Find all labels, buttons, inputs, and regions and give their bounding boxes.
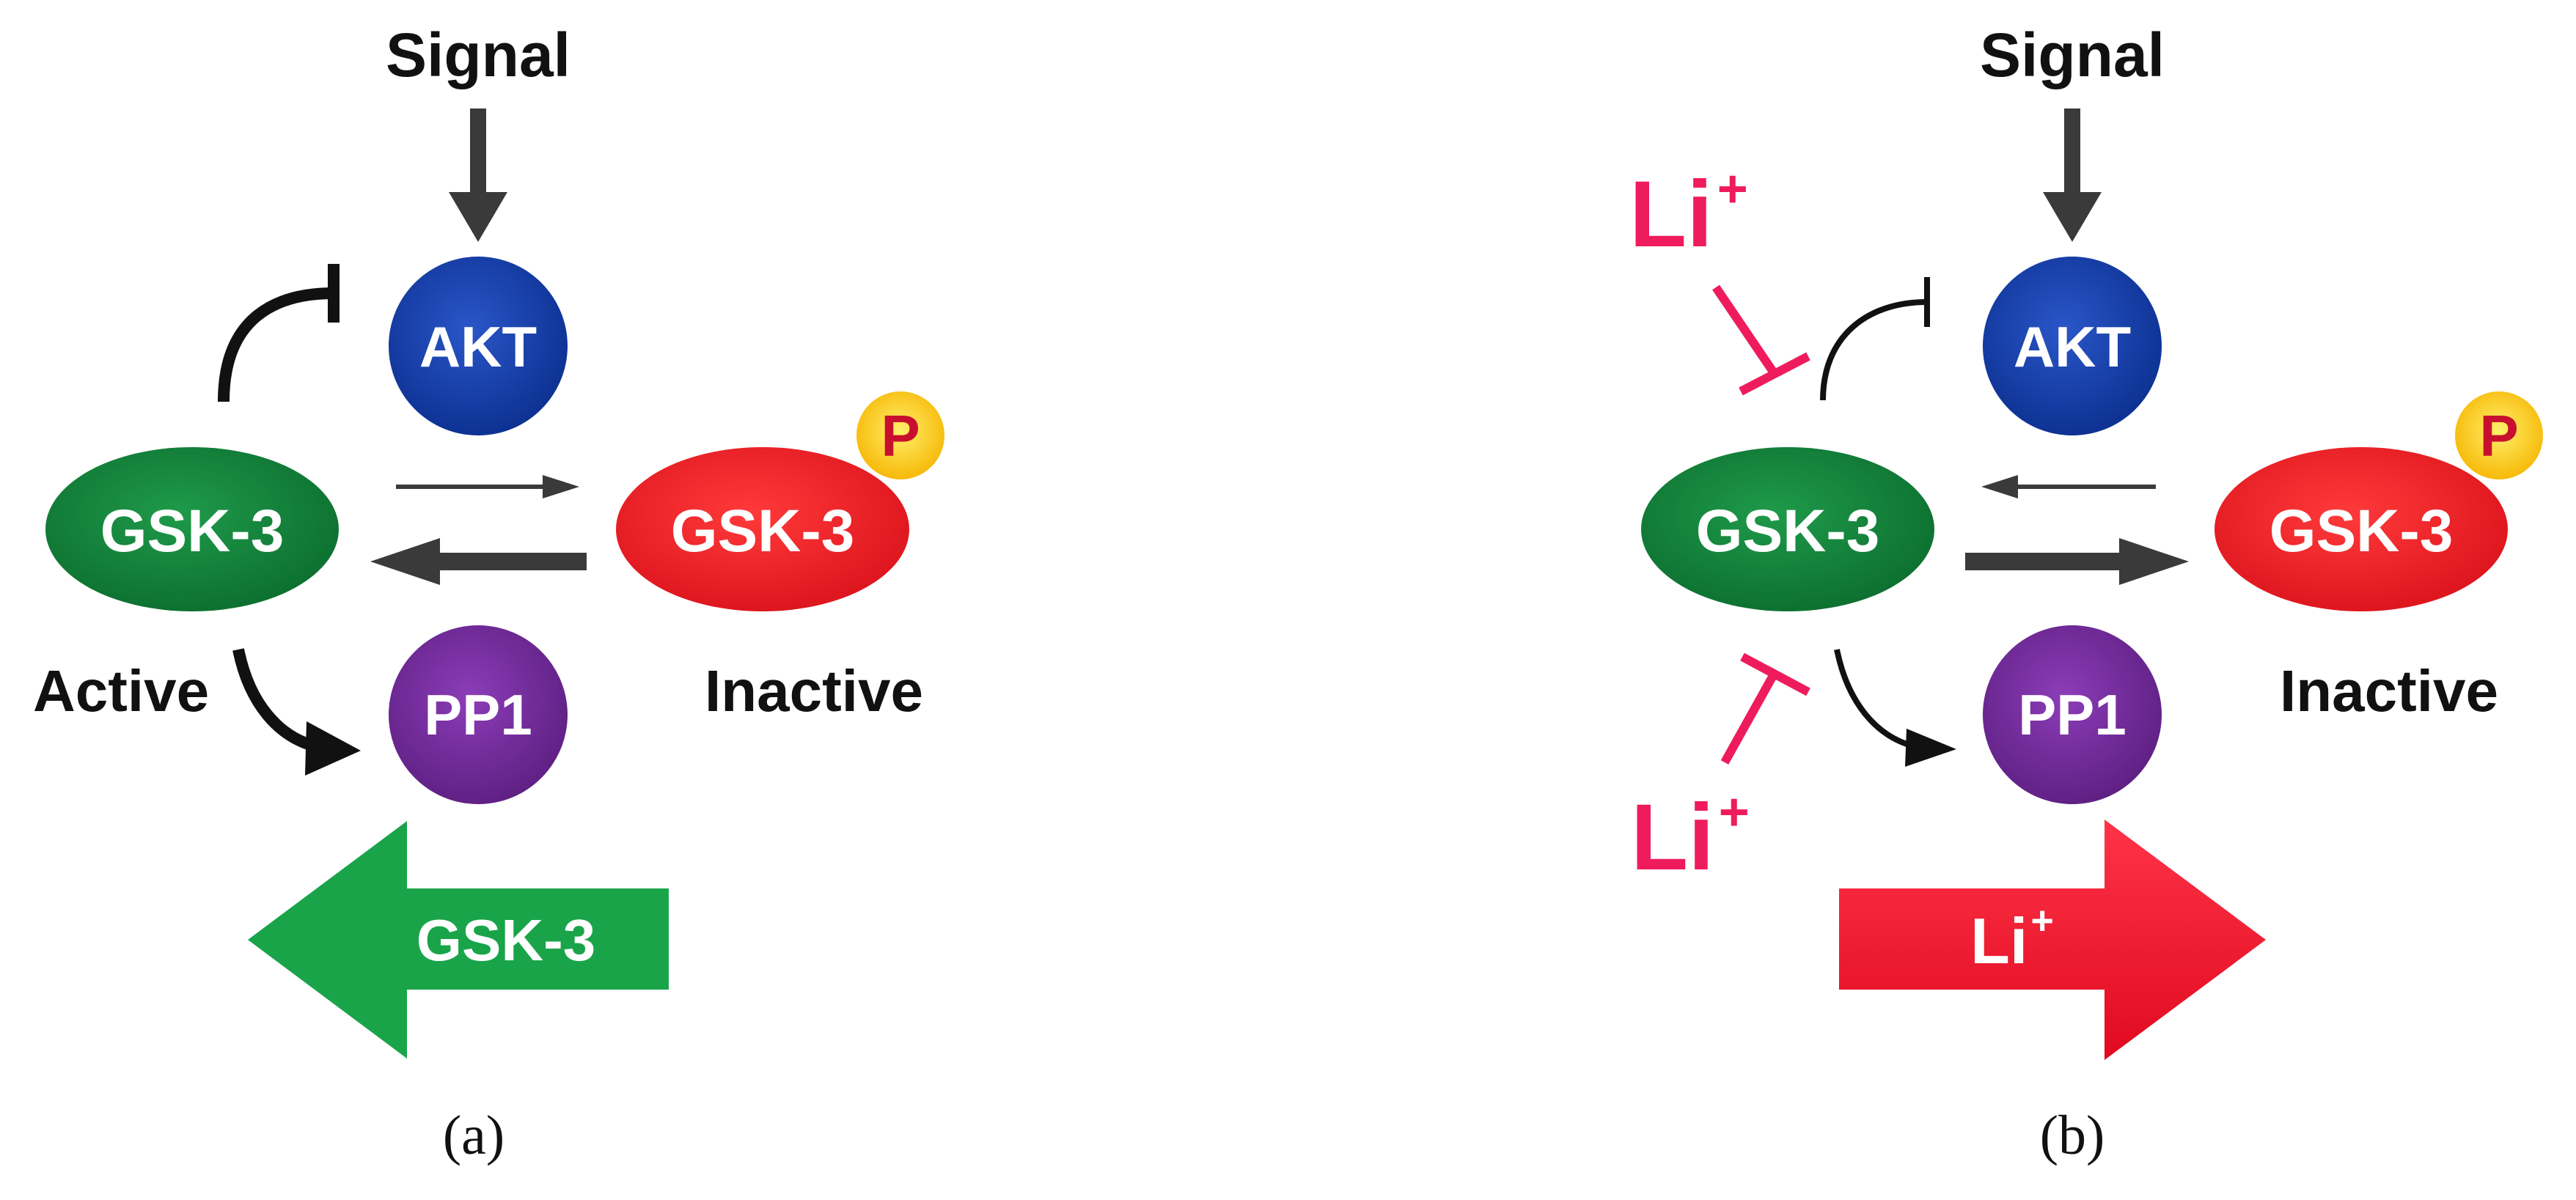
akt-node-b: AKT <box>1983 257 2162 435</box>
inactive-label-a: Inactive <box>705 658 923 724</box>
inactive-label-b: Inactive <box>2280 658 2498 724</box>
pp1-label-b: PP1 <box>2018 682 2126 747</box>
gsk3-activates-pp1-b <box>1834 649 1956 767</box>
gsk3-dominance-arrow-a: GSK-3 <box>248 821 669 1059</box>
gsk3-inactive-label-a: GSK-3 <box>671 498 855 564</box>
caption-a: (a) <box>443 1105 504 1166</box>
caption-b: (b) <box>2040 1105 2105 1166</box>
lithium-inhibits-akt-inhibition <box>1712 284 1810 396</box>
signal-arrow-a <box>449 108 507 242</box>
panel-a: Signal AKT GSK-3 <box>33 21 944 1166</box>
lithium-top-label: Li+ <box>1629 160 1748 267</box>
lithium-inhibits-pp1-activation <box>1720 652 1810 765</box>
big-arrow-label-b: Li+ <box>1970 899 2054 977</box>
signal-arrow-b <box>2043 108 2102 242</box>
akt-node-a: AKT <box>389 257 568 435</box>
lithium-bottom-label: Li+ <box>1631 783 1750 890</box>
gsk3-active-label-a: GSK-3 <box>100 498 285 564</box>
big-arrow-label-a: GSK-3 <box>417 908 596 973</box>
panel-b: Signal Li+ AKT GSK-3 <box>1629 21 2543 1166</box>
signal-label-b: Signal <box>1980 21 2165 89</box>
pp1-node-a: PP1 <box>389 625 568 804</box>
equilibrium-arrows-b <box>1965 475 2189 585</box>
gsk3-inhibits-akt-a <box>218 264 340 402</box>
equilibrium-arrows-a <box>370 475 587 585</box>
gsk3-inactive-node-b: GSK-3 <box>2214 447 2508 611</box>
active-label-a: Active <box>33 658 209 724</box>
gsk3-inactive-label-b: GSK-3 <box>2269 498 2454 564</box>
gsk3-inactive-node-a: GSK-3 <box>616 447 909 611</box>
gsk3-active-label-b: GSK-3 <box>1696 498 1880 564</box>
pp1-label-a: PP1 <box>424 682 532 747</box>
gsk3-inhibits-akt-b <box>1820 277 1930 401</box>
gsk3-active-node-a: GSK-3 <box>45 447 339 611</box>
akt-label-a: AKT <box>419 314 537 379</box>
pp1-node-b: PP1 <box>1983 625 2162 804</box>
gsk3-active-node-b: GSK-3 <box>1641 447 1934 611</box>
lithium-dominance-arrow-b: Li+ <box>1839 820 2266 1060</box>
phospho-badge-b: P <box>2455 391 2543 479</box>
signal-label-a: Signal <box>386 21 570 89</box>
phospho-badge-a: P <box>856 391 944 479</box>
phospho-label-a: P <box>881 403 920 468</box>
akt-label-b: AKT <box>2014 314 2131 379</box>
gsk3-activates-pp1-a <box>232 648 361 776</box>
phospho-label-b: P <box>2479 403 2518 468</box>
